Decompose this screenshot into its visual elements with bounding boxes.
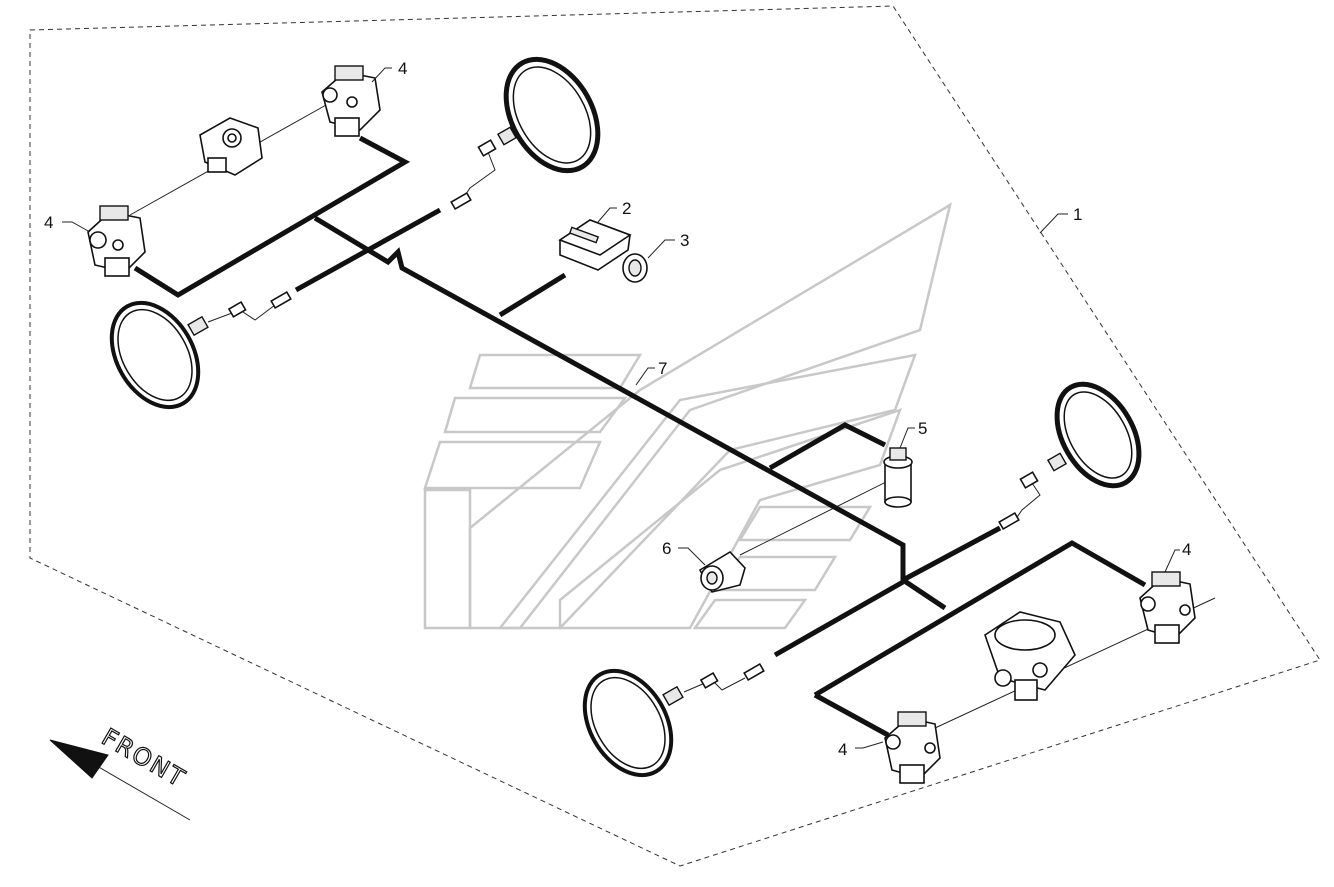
callout-2: 2 bbox=[622, 199, 631, 218]
callout-leaders bbox=[62, 67, 1180, 749]
relay-valve-right bbox=[984, 611, 1076, 701]
abs-tone-ring-bottom bbox=[582, 668, 674, 778]
callout-3: 3 bbox=[680, 231, 689, 250]
wheel-speed-sensor-right bbox=[998, 452, 1068, 531]
connector-fitting bbox=[698, 550, 746, 593]
abs-tone-ring-left bbox=[109, 300, 201, 410]
callout-4-left: 4 bbox=[44, 213, 53, 232]
callout-4-top: 4 bbox=[398, 59, 407, 78]
callout-4-bottom: 4 bbox=[838, 740, 847, 759]
modulator-valve-left bbox=[87, 205, 146, 277]
callout-4-right: 4 bbox=[1182, 540, 1191, 559]
modulator-valve-top bbox=[321, 65, 381, 137]
modulator-valve-right bbox=[1139, 571, 1196, 644]
pressure-switch bbox=[883, 447, 913, 508]
callout-5: 5 bbox=[918, 419, 927, 438]
wire-harness bbox=[133, 135, 1147, 738]
modulator-valve-bottom bbox=[884, 711, 941, 784]
wheel-speed-sensor-left bbox=[187, 290, 292, 337]
callout-1: 1 bbox=[1073, 205, 1082, 224]
abs-tone-ring-top bbox=[503, 56, 601, 174]
diagnostic-connector bbox=[622, 253, 648, 283]
front-direction-arrow: FRONT bbox=[49, 722, 191, 821]
relay-valve-left bbox=[199, 117, 263, 176]
kit-boundary-outline bbox=[29, 5, 1321, 867]
front-label: FRONT bbox=[97, 723, 191, 793]
watermark-logo bbox=[423, 202, 952, 630]
wheel-speed-sensor-bottom bbox=[662, 662, 765, 707]
abs-tone-ring-right bbox=[1054, 381, 1142, 489]
wheel-speed-sensor-top bbox=[450, 126, 518, 211]
callout-6: 6 bbox=[662, 539, 671, 558]
abs-ecu bbox=[558, 219, 632, 271]
callout-7: 7 bbox=[658, 359, 667, 378]
